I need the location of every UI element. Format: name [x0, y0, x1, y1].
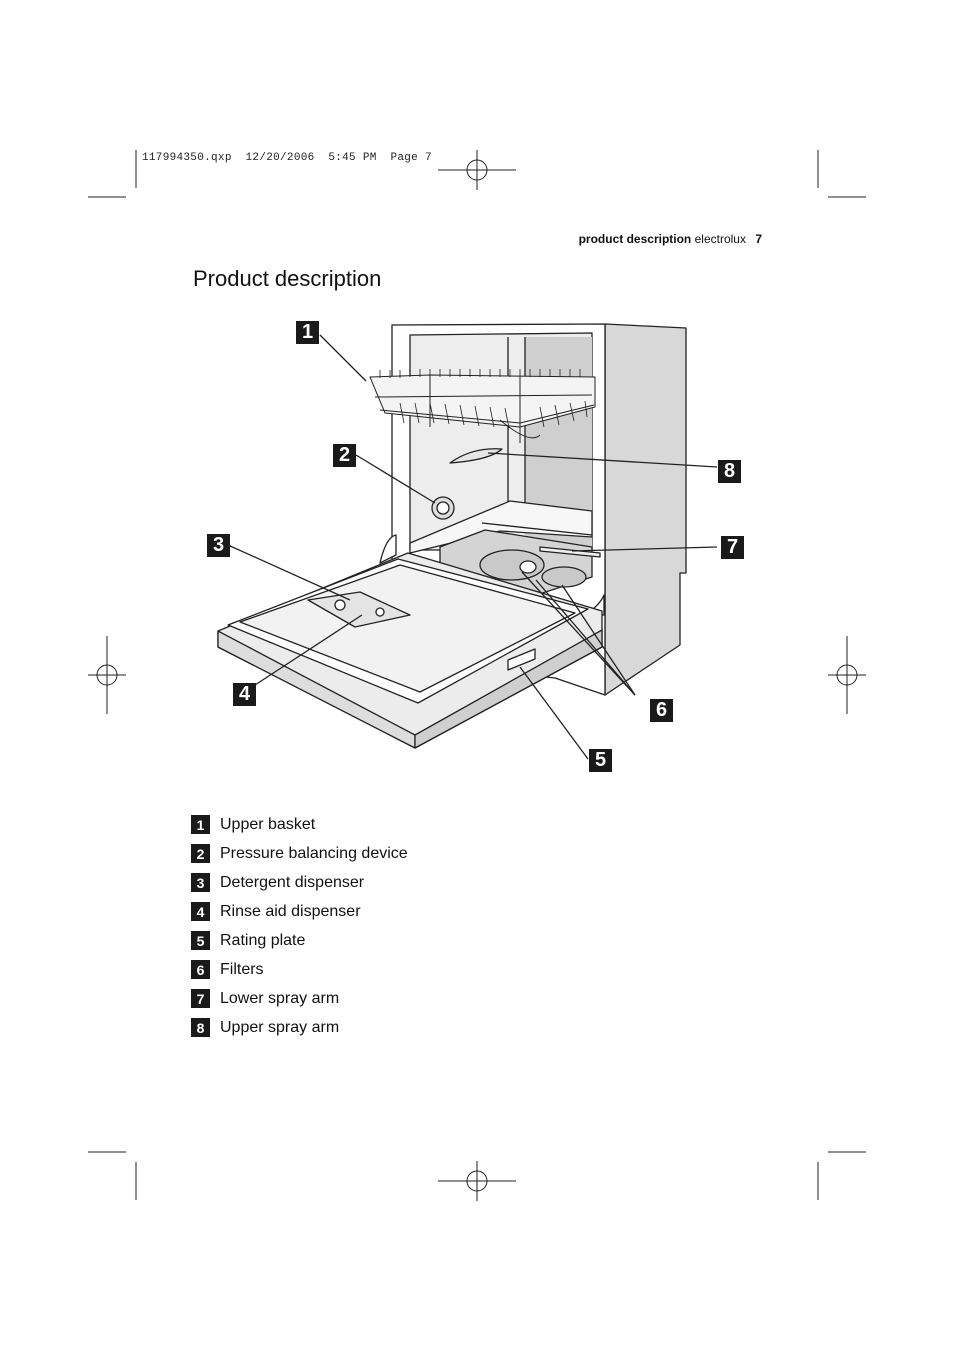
- legend-number: 6: [191, 960, 210, 979]
- legend-number: 3: [191, 873, 210, 892]
- legend-item: 1 Upper basket: [191, 810, 408, 839]
- legend-item: 2 Pressure balancing device: [191, 839, 408, 868]
- dishwasher-illustration: [217, 323, 718, 760]
- legend-label: Filters: [220, 960, 264, 978]
- callout-6: 6: [650, 699, 673, 722]
- legend-label: Detergent dispenser: [220, 873, 365, 891]
- print-slug: 117994350.qxp 12/20/2006 5:45 PM Page 7: [142, 152, 432, 164]
- legend-number: 5: [191, 931, 210, 950]
- page-number: 7: [755, 232, 762, 246]
- page-title: Product description: [193, 266, 382, 291]
- callout-7: 7: [721, 536, 744, 559]
- running-head-brand: electrolux: [694, 232, 746, 246]
- legend-label: Rinse aid dispenser: [220, 902, 361, 920]
- callout-8: 8: [718, 460, 741, 483]
- callout-4: 4: [233, 683, 256, 706]
- parts-legend: 1 Upper basket 2 Pressure balancing device…: [191, 810, 408, 1042]
- legend-number: 4: [191, 902, 210, 921]
- callout-3: 3: [207, 534, 230, 557]
- callout-1: 1: [296, 321, 319, 344]
- legend-number: 7: [191, 989, 210, 1008]
- legend-label: Upper basket: [220, 815, 316, 833]
- callout-5: 5: [589, 749, 612, 772]
- legend-item: 6 Filters: [191, 955, 408, 984]
- legend-number: 2: [191, 844, 210, 863]
- legend-number: 1: [191, 815, 210, 834]
- legend-item: 7 Lower spray arm: [191, 984, 408, 1013]
- legend-label: Pressure balancing device: [220, 844, 408, 862]
- legend-label: Upper spray arm: [220, 1018, 340, 1036]
- legend-item: 3 Detergent dispenser: [191, 868, 408, 897]
- legend-item: 4 Rinse aid dispenser: [191, 897, 408, 926]
- legend-label: Lower spray arm: [220, 989, 340, 1007]
- callout-2: 2: [333, 444, 356, 467]
- legend-item: 8 Upper spray arm: [191, 1013, 408, 1042]
- legend-label: Rating plate: [220, 931, 306, 949]
- legend-item: 5 Rating plate: [191, 926, 408, 955]
- running-head: product description electrolux 7: [579, 232, 762, 246]
- legend-number: 8: [191, 1018, 210, 1037]
- running-head-section: product description: [578, 232, 692, 246]
